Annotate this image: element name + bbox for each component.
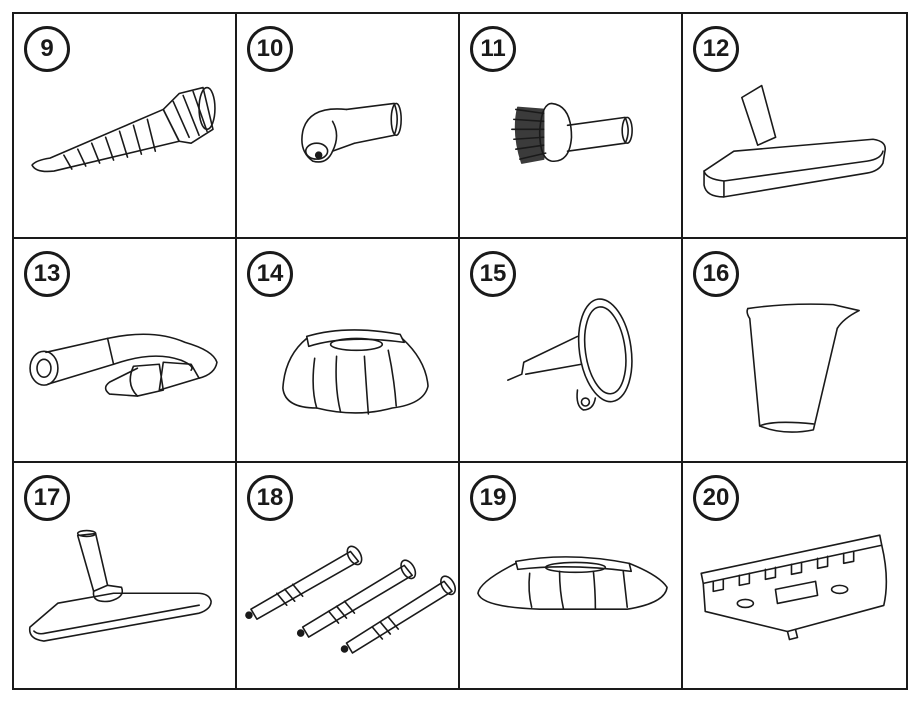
- part-number-badge: 18: [247, 475, 293, 522]
- part-cell-18: 18: [237, 463, 460, 688]
- angled-nozzle-icon: [301, 102, 402, 163]
- part-number-badge: 10: [247, 26, 293, 72]
- measuring-cup-icon: [746, 302, 860, 433]
- extension-hose-icon: [29, 333, 218, 397]
- round-brush-icon: [511, 102, 633, 164]
- part-number-badge: 19: [470, 475, 516, 522]
- part-cell-16: 16: [683, 239, 906, 464]
- part-number-badge: 14: [247, 250, 293, 297]
- part-cell-15: 15: [460, 238, 683, 464]
- floor-tool-icon: [703, 84, 886, 198]
- parts-grid: 9 10 11 12: [12, 12, 908, 690]
- part-cell-10: 10: [237, 14, 460, 239]
- part-cell-19: 19: [460, 463, 683, 688]
- extension-tubes-icon: [245, 545, 457, 655]
- cloth-cover-icon: [282, 328, 429, 415]
- part-number-badge: 11: [470, 26, 516, 72]
- part-cell-13: 13: [14, 238, 237, 464]
- part-cell-9: 9: [14, 14, 237, 239]
- part-cell-20: 20: [683, 463, 906, 688]
- part-number-badge: 15: [470, 250, 516, 297]
- part-number-badge: 16: [693, 250, 739, 297]
- part-number-badge: 13: [24, 250, 70, 297]
- part-cell-17: 17: [14, 463, 237, 688]
- carpet-glider-icon: [700, 534, 888, 641]
- part-number-badge: 17: [24, 475, 70, 522]
- microfiber-pad-icon: [477, 556, 668, 611]
- part-cell-14: 14: [237, 238, 460, 464]
- part-number-badge: 9: [24, 26, 70, 72]
- funnel-icon: [507, 297, 633, 411]
- part-cell-11: 11: [460, 14, 683, 239]
- part-number-badge: 12: [693, 26, 739, 72]
- cone-nozzle-icon: [31, 86, 216, 173]
- part-cell-12: 12: [683, 14, 906, 239]
- flat-mop-head-icon: [28, 530, 212, 643]
- part-number-badge: 20: [693, 475, 739, 522]
